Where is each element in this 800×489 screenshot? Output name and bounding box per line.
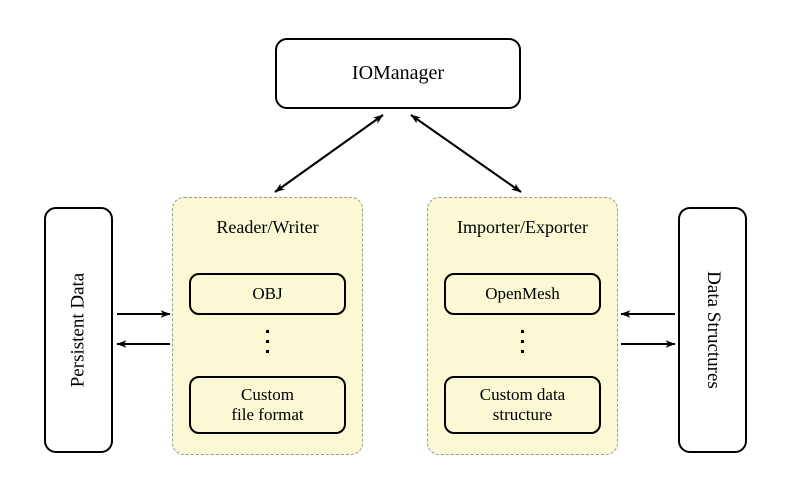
subbox-custom-data-structure[interactable]: Custom data structure <box>444 376 601 434</box>
subbox-obj-label: OBJ <box>252 283 283 303</box>
ellipsis-dot <box>266 350 269 353</box>
node-persistent-data[interactable]: Persistent Data <box>44 207 113 453</box>
panel-importer-exporter-title: Importer/Exporter <box>457 217 588 237</box>
subbox-custom-data-structure-line1: Custom data <box>479 384 566 404</box>
subbox-custom-data-structure-line2: structure <box>492 405 553 424</box>
ellipsis-reader-writer <box>173 330 362 353</box>
subbox-obj[interactable]: OBJ <box>189 273 346 315</box>
node-data-structures-label: Data Structures <box>702 271 724 389</box>
panel-reader-writer[interactable]: Reader/Writer OBJ Custom file format <box>172 197 363 455</box>
subbox-custom-data-structure-label: Custom data structure <box>480 385 565 426</box>
arrow-manager-importer-exporter <box>410 114 522 193</box>
ellipsis-dot <box>521 340 524 343</box>
node-iomanager[interactable]: IOManager <box>275 38 521 109</box>
panel-importer-exporter[interactable]: Importer/Exporter OpenMesh Custom data s… <box>427 197 618 455</box>
ellipsis-dot <box>266 330 269 333</box>
panel-reader-writer-title: Reader/Writer <box>216 217 319 237</box>
subbox-custom-file-format[interactable]: Custom file format <box>189 376 346 434</box>
subbox-custom-file-format-line2: file format <box>231 405 304 424</box>
ellipsis-importer-exporter <box>428 330 617 353</box>
arrow-manager-reader-writer <box>274 114 384 193</box>
node-data-structures[interactable]: Data Structures <box>678 207 747 453</box>
node-iomanager-label: IOManager <box>351 61 445 84</box>
subbox-custom-file-format-label: Custom file format <box>231 385 303 426</box>
ellipsis-dot <box>521 350 524 353</box>
node-persistent-data-label: Persistent Data <box>67 272 89 388</box>
subbox-openmesh-label: OpenMesh <box>485 283 560 303</box>
ellipsis-dot <box>266 340 269 343</box>
subbox-openmesh[interactable]: OpenMesh <box>444 273 601 315</box>
ellipsis-dot <box>521 330 524 333</box>
subbox-custom-file-format-line1: Custom <box>241 384 294 404</box>
